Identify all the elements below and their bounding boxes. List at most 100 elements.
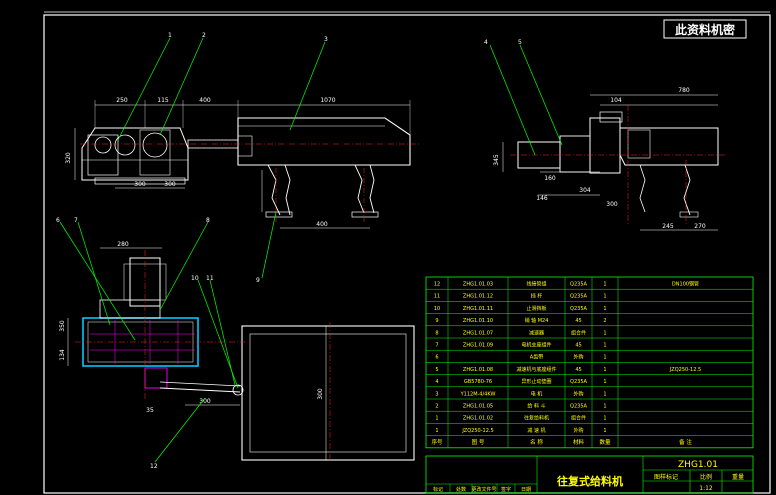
dim-front-1: 115 [157, 97, 169, 104]
dim-plan-4: 35 [146, 407, 154, 414]
bom-cell-material: 组合件 [571, 415, 586, 422]
bom-cell-no: 5 [435, 367, 438, 373]
bom-cell-no: 10 [434, 306, 440, 312]
dim-front-4: 320 [65, 152, 72, 164]
bom-cell-qty: 1 [603, 367, 606, 373]
stamp-text: 此资料机密 [675, 22, 735, 37]
bom-cell-material: 外购 [573, 354, 583, 361]
dim-side-4: 304 [579, 187, 591, 194]
bom-cell-name: 线接管组 [526, 281, 546, 288]
bom-cell-qty: 1 [603, 306, 606, 312]
callout-9: 9 [256, 277, 260, 284]
callout-1: 1 [168, 32, 172, 39]
bom-cell-code: JZQ250-12.5 [461, 428, 493, 434]
bom-cell-no: 8 [435, 330, 438, 336]
bom-cell-no: 2 [435, 404, 438, 410]
dim-front-0: 250 [116, 97, 128, 104]
plan-view: 280 350 134 300 35 300 6 7 8 10 11 12 [56, 217, 415, 470]
callout-12: 12 [150, 463, 158, 470]
scale-value: 1:12 [699, 485, 713, 492]
drawing-number: ZHG1.01 [678, 460, 718, 470]
bom-cell-no: 3 [435, 391, 438, 397]
callout-4: 4 [484, 39, 488, 46]
bom-cell-qty: 1 [603, 355, 606, 361]
bom-header-cell: 序号 [431, 438, 443, 446]
bl-1: 处数 [456, 486, 466, 493]
title-block: 往复式给料机 ZHG1.01 图样标记 比例 重量 1:12 标记 处数 更改文… [425, 455, 754, 494]
bom-cell-no: 1 [435, 428, 438, 434]
dim-plan-2: 134 [59, 349, 66, 361]
callout-7: 7 [74, 217, 78, 224]
bom-cell-name: 挡 杆 [531, 293, 543, 300]
bl-2: 更改文件号 [471, 486, 496, 493]
bom-header-cell: 备 注 [679, 438, 692, 446]
bom-cell-name: A齿带 [530, 355, 543, 361]
bom-cell-name: 减 速 机 [527, 427, 545, 434]
bl-0: 标记 [433, 486, 443, 493]
dim-side-8: 270 [694, 223, 706, 230]
bl-3: 签字 [501, 486, 511, 493]
bom-cell-name: 给 料 斗 [527, 403, 545, 410]
dim-plan-5: 300 [199, 398, 211, 405]
bom-cell-material: 45 [575, 318, 581, 324]
bom-cell-material: 45 [575, 343, 581, 349]
bom-cell-name: 止滑挡板 [526, 305, 546, 312]
label-scale: 比例 [700, 473, 712, 481]
bom-cell-name: 减速器 [529, 329, 544, 336]
callout-2: 2 [202, 32, 206, 39]
callout-8: 8 [206, 217, 210, 224]
bom-cell-code: ZHG1.01.05 [463, 404, 493, 410]
bom-cell-material: Q235A [570, 379, 587, 385]
confidential-stamp: 此资料机密 [663, 19, 747, 39]
bl-4: 日期 [521, 487, 531, 493]
dim-side-1: 104 [610, 97, 622, 104]
bom-cell-qty: 1 [603, 391, 606, 397]
bom-cell-no: 6 [435, 355, 438, 361]
bom-cell-no: 12 [434, 282, 440, 288]
bom-cell-code: ZHG1.01.03 [463, 282, 493, 288]
bom-cell-name: 电机支座组件 [521, 342, 551, 349]
bom-cell-no: 9 [435, 318, 438, 324]
bom-cell-qty: 1 [603, 282, 606, 288]
bom-cell-no: 4 [435, 379, 438, 385]
bom-cell-material: 组合件 [571, 329, 586, 336]
bom-cell-qty: 2 [603, 318, 606, 324]
bom-cell-code: Y112M-4/4KW [460, 391, 496, 397]
bom-cell-qty: 1 [603, 343, 606, 349]
label-mark: 图样标记 [654, 473, 678, 481]
bom-cell-note: JZQ250-12.5 [669, 367, 701, 373]
bom-cell-code: ZHG1.01.10 [463, 318, 493, 324]
bom-cell-qty: 1 [603, 294, 606, 300]
dim-side-3: 160 [544, 175, 556, 182]
dim-front-2: 400 [199, 97, 211, 104]
callout-6: 6 [56, 217, 60, 224]
bom-cell-name: 往复给料机 [524, 415, 549, 422]
bom-cell-code: ZHG1.01.02 [463, 416, 493, 422]
label-weight: 重量 [732, 473, 744, 481]
bom-cell-code: GB5780-76 [464, 379, 492, 385]
bom-cell-no: 1 [435, 416, 438, 422]
bom-header-cell: 图 号 [472, 438, 485, 446]
bom-cell-code: ZHG1.01.12 [463, 294, 493, 300]
sheet-outer-frame [43, 14, 771, 494]
bom-cell-code: ZHG1.01.09 [463, 343, 493, 349]
bom-cell-note: DN100钢管 [672, 281, 699, 288]
callout-11: 11 [206, 275, 214, 282]
dim-front-3: 1070 [320, 97, 335, 104]
bom-cell-material: 外购 [573, 390, 583, 397]
front-view: 250 115 400 1070 320 300 300 400 1 2 3 9 [65, 32, 420, 284]
dim-plan-3: 300 [317, 388, 324, 400]
bom-cell-code: ZHG1.01.07 [463, 330, 493, 336]
dim-side-7: 245 [662, 223, 674, 230]
bom-cell-qty: 1 [603, 404, 606, 410]
bom-cell-no: 11 [434, 294, 440, 300]
dim-side-5: 345 [493, 154, 500, 166]
callout-5: 5 [518, 39, 522, 46]
bom-cell-name: 减速机与底座组件 [516, 366, 556, 373]
bom-cell-material: Q235A [570, 306, 587, 312]
dim-side-6: 300 [606, 201, 618, 208]
bom-header-cell: 名 称 [530, 438, 543, 446]
bom-cell-qty: 1 [603, 330, 606, 336]
bom-cell-name: 异形止动垫圈 [521, 378, 551, 385]
